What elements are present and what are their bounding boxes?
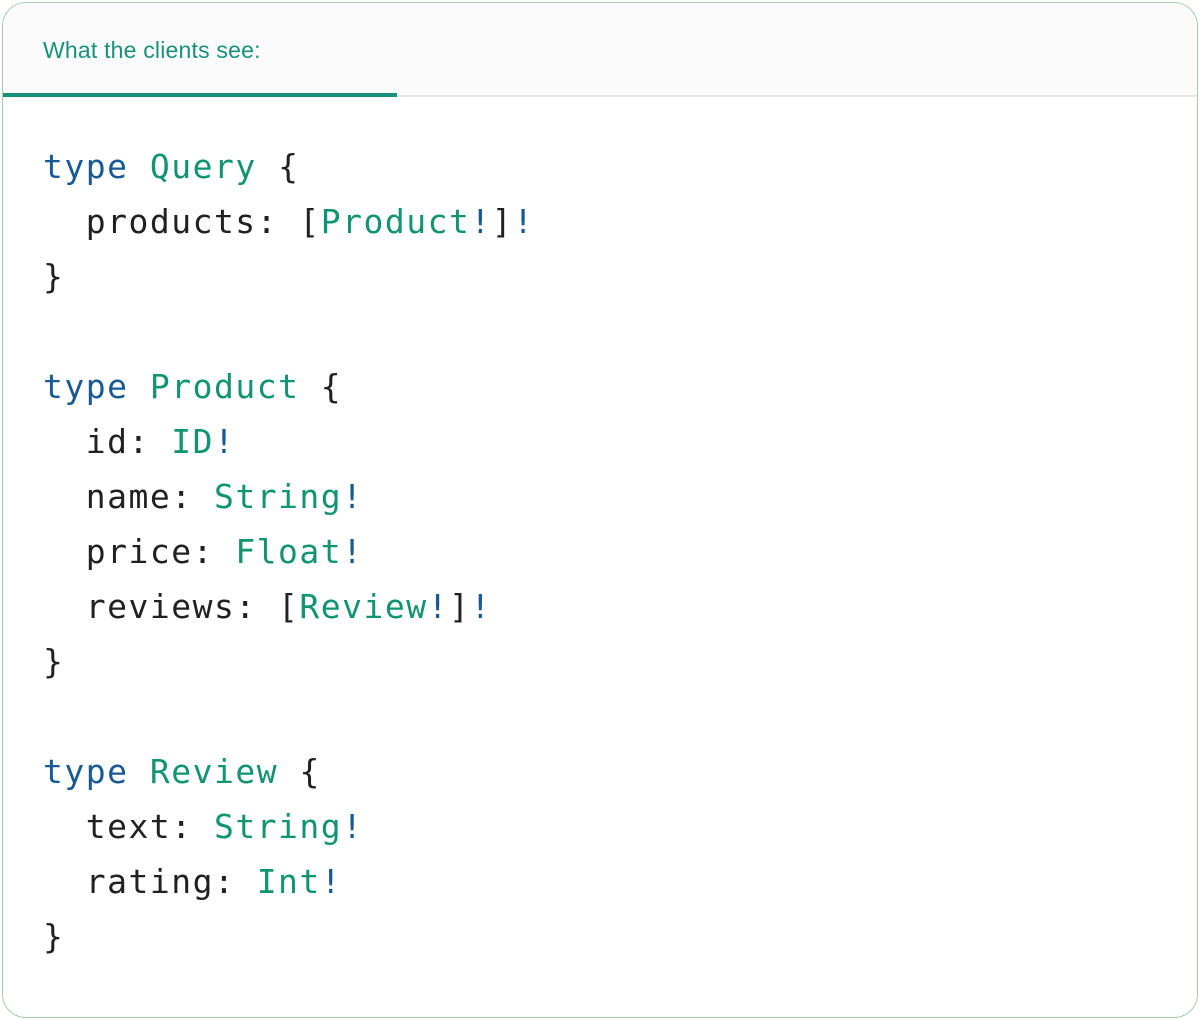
code-line — [43, 689, 1157, 744]
code-line: text: String! — [43, 807, 364, 846]
code-line: rating: Int! — [43, 862, 343, 901]
code-line — [43, 304, 1157, 359]
tab-bar: What the clients see: — [3, 3, 1197, 97]
code-line: products: [Product!]! — [43, 202, 535, 241]
code-line: type Review { — [43, 752, 321, 791]
active-tab-indicator — [3, 93, 397, 97]
code-line: name: String! — [43, 477, 364, 516]
code-line: type Product { — [43, 367, 343, 406]
code-line: id: ID! — [43, 422, 236, 461]
tab-what-clients-see[interactable]: What the clients see: — [43, 37, 261, 63]
code-line: reviews: [Review!]! — [43, 587, 492, 626]
code-line: price: Float! — [43, 532, 364, 571]
code-line: } — [43, 917, 65, 956]
code-block: type Query { products: [Product!]!} type … — [3, 97, 1197, 1004]
code-line: } — [43, 257, 65, 296]
code-line: } — [43, 642, 65, 681]
code-line: type Query { — [43, 147, 300, 186]
